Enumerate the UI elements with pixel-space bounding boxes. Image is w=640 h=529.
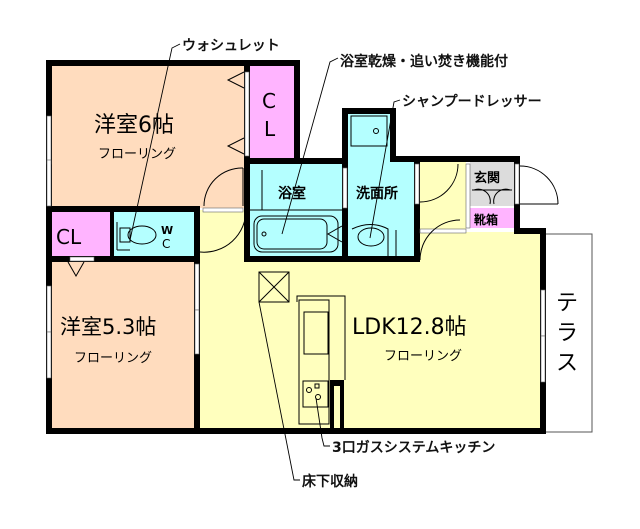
- terrace-label-1: テ: [556, 291, 578, 316]
- bathtub: [253, 215, 339, 253]
- closet-1: [250, 66, 294, 158]
- closet-1-label-c: C: [262, 89, 276, 113]
- western-room-2-floor: フローリング: [74, 351, 152, 366]
- underfloor-storage-hatch: [258, 271, 290, 303]
- western-room-1: [52, 66, 246, 208]
- shoe-box-label: 靴箱: [474, 212, 498, 227]
- kitchen-sink: [303, 311, 329, 355]
- western-room-1-floor: フローリング: [98, 147, 176, 162]
- door-swings: [67, 71, 559, 278]
- kitchen-counter: [298, 299, 330, 425]
- washbasin: [357, 227, 385, 247]
- bathroom-label: 浴室: [278, 185, 306, 202]
- callout-bath-dryer: 浴室乾燥・追い焚き機能付: [340, 53, 508, 70]
- western-room-1-title: 洋室6帖: [94, 113, 174, 138]
- toilet-bowl: [127, 225, 157, 245]
- closet-2-label: CL: [56, 225, 82, 249]
- ldk-title: LDK12.8帖: [352, 315, 467, 340]
- closet-1-label-l: L: [264, 117, 276, 141]
- windows: [46, 71, 546, 383]
- terrace-area: [543, 233, 593, 433]
- washing-machine: [350, 115, 388, 147]
- shoe-box: [470, 208, 514, 228]
- entrance: [470, 162, 514, 206]
- western-room-2-title: 洋室5.3帖: [60, 315, 156, 339]
- closet-2: [52, 212, 110, 256]
- western-room-2: [52, 260, 194, 428]
- toilet-label-c: C: [162, 237, 170, 251]
- ldk-floor: フローリング: [384, 349, 462, 364]
- callout-shampoo-dresser: シャンプードレッサー: [402, 94, 542, 110]
- fixtures: [116, 115, 397, 425]
- terrace-label-2: ラ: [556, 321, 578, 346]
- washroom-label: 洗面所: [356, 185, 398, 202]
- toilet-label-w: W: [161, 224, 173, 237]
- gas-stove: [302, 380, 329, 408]
- callout-underfloor-storage: 床下収納: [302, 473, 358, 490]
- entrance-label: 玄関: [474, 170, 500, 186]
- callout-washlet: ウォシュレット: [182, 38, 280, 54]
- hallway: [420, 162, 466, 232]
- leader-lines: [129, 43, 401, 481]
- callout-gas-kitchen: 3口ガスシステムキッチン: [332, 440, 495, 456]
- toilet: [114, 212, 196, 256]
- terrace-label-3: ス: [556, 351, 578, 376]
- ldk: [200, 256, 540, 428]
